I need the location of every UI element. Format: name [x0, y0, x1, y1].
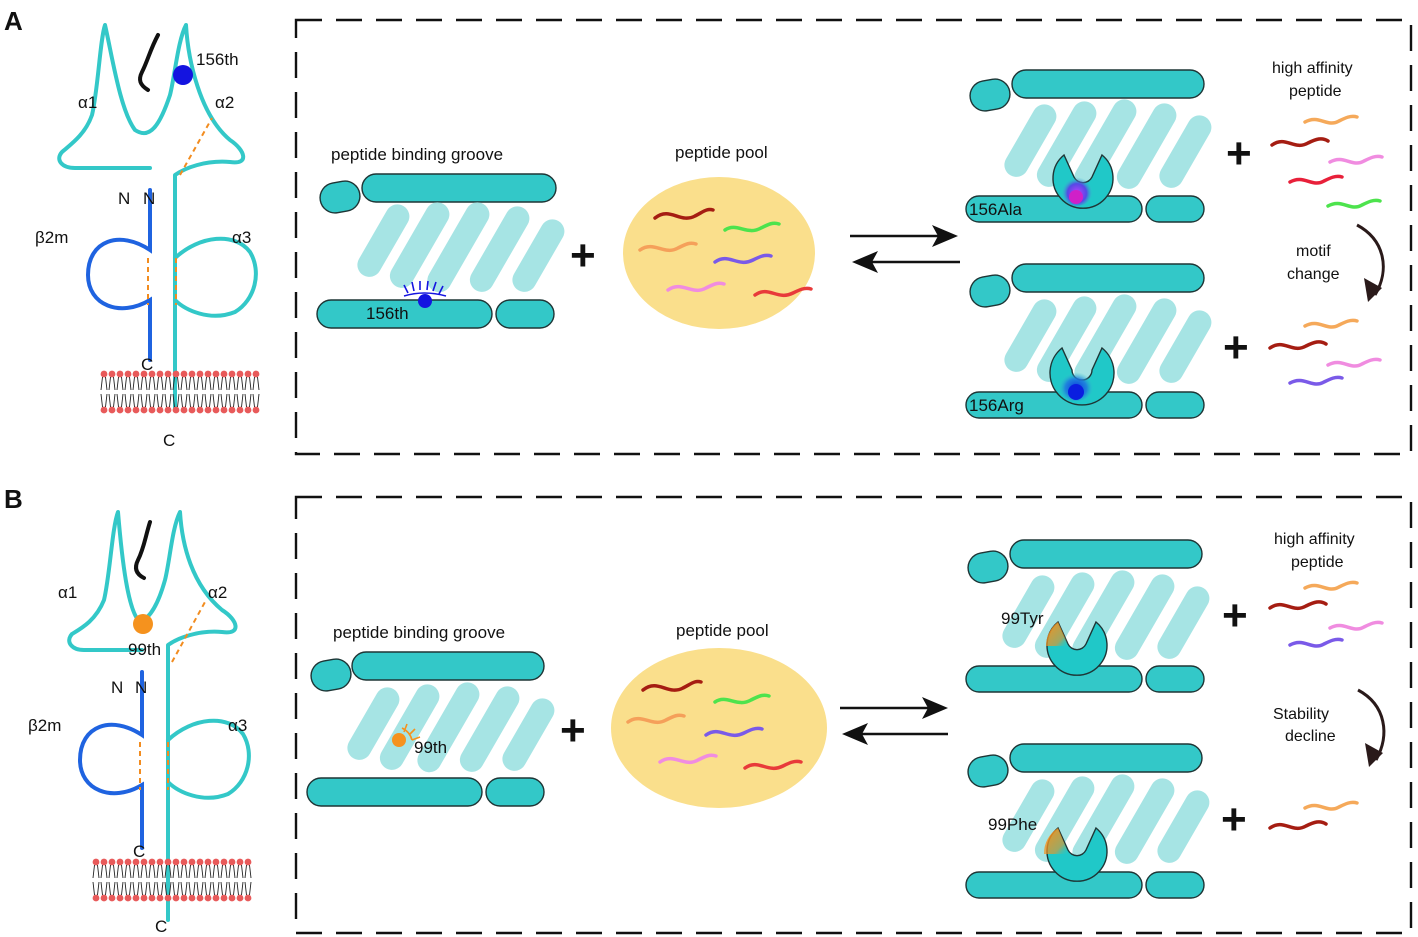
variant-upper-b: 99Tyr [965, 539, 1210, 693]
variant-upper-a: 156Ala [965, 69, 1212, 223]
plus-upper: + [1226, 129, 1252, 178]
groove-b: peptide binding groove 99th [306, 623, 555, 807]
plus-upper: + [1222, 591, 1248, 640]
bound-peptide [138, 33, 160, 92]
dashed-box-a [294, 18, 1413, 456]
groove-a: peptide binding groove 156th [316, 145, 565, 329]
alpha3-domain [166, 718, 251, 800]
lower-variant-label: 99Phe [988, 815, 1037, 834]
panel-letter-a: A [4, 6, 23, 36]
equilibrium-arrows-a [850, 225, 960, 273]
change-label-2: change [1287, 266, 1340, 283]
label-c1: C [141, 355, 153, 374]
groove-residue-label: 156th [366, 304, 409, 323]
dashed-box-b [294, 495, 1413, 935]
affinity-peptides-a: high affinity peptide + motif change + [1223, 60, 1385, 386]
disulfide-alpha2 [171, 601, 206, 663]
label-n2: N [143, 189, 155, 208]
disulfide-alpha2 [179, 117, 213, 176]
affinity-label-2: peptide [1291, 554, 1344, 571]
label-n1: N [118, 189, 130, 208]
plus-sign: + [570, 231, 596, 280]
plus-lower: + [1223, 323, 1249, 372]
plus-sign: + [560, 706, 586, 755]
affinity-label-2: peptide [1289, 83, 1342, 100]
change-label-1: motif [1296, 243, 1331, 260]
upper-variant-label: 156Ala [969, 200, 1022, 219]
label-b2m: β2m [35, 228, 68, 247]
label-alpha2: α2 [215, 93, 234, 112]
change-label-2: decline [1285, 728, 1336, 745]
label-c2: C [155, 917, 167, 936]
label-alpha2: α2 [208, 583, 227, 602]
label-n1: N [111, 678, 123, 697]
cell-membrane [100, 370, 260, 414]
label-residue-99: 99th [128, 640, 161, 659]
peptide-pool-a: peptide pool [623, 143, 815, 329]
label-alpha1: α1 [58, 583, 77, 602]
label-b2m: β2m [28, 716, 61, 735]
alpha3-domain [173, 236, 258, 318]
affinity-label-1: high affinity [1274, 531, 1355, 548]
pool-label: peptide pool [675, 143, 768, 162]
groove-label: peptide binding groove [333, 623, 505, 642]
lower-variant-label: 156Arg [969, 396, 1024, 415]
panel-letter-b: B [4, 484, 23, 514]
upper-variant-label: 99Tyr [1001, 609, 1044, 628]
residue-dot-156 [173, 65, 193, 85]
affinity-label-1: high affinity [1272, 60, 1353, 77]
alpha-chain-outline [67, 510, 238, 922]
panel-b: B α1 α2 α3 β2m N N C C 99th peptide bind… [4, 484, 1413, 936]
label-n2: N [135, 678, 147, 697]
panel-a: A α1 α2 α3 β2m N N C C 156th [4, 6, 1413, 456]
label-alpha3: α3 [228, 716, 247, 735]
alpha-chain-outline [57, 23, 246, 412]
label-alpha1: α1 [78, 93, 97, 112]
groove-label: peptide binding groove [331, 145, 503, 164]
beta2m-chain [85, 188, 152, 362]
plus-lower: + [1221, 795, 1247, 844]
groove-residue-label: 99th [414, 738, 447, 757]
residue-dot-99 [133, 614, 153, 634]
mhc-schematic-a: α1 α2 α3 β2m N N C C 156th [35, 23, 260, 450]
beta2m-chain [77, 670, 144, 850]
cell-membrane [92, 858, 252, 902]
pool-label: peptide pool [676, 621, 769, 640]
affinity-peptides-b: high affinity peptide + Stability declin… [1221, 531, 1386, 844]
mhc-schematic-b: α1 α2 α3 β2m N N C C 99th [28, 510, 252, 936]
change-label-1: Stability [1273, 706, 1329, 723]
variant-lower-a: 156Arg [965, 263, 1212, 419]
label-alpha3: α3 [232, 228, 251, 247]
equilibrium-arrows-b [840, 697, 948, 745]
label-c1: C [133, 842, 145, 861]
label-c2: C [163, 431, 175, 450]
bound-peptide [134, 520, 152, 580]
variant-lower-b: 99Phe [965, 743, 1210, 899]
peptide-pool-b: peptide pool [611, 621, 827, 808]
label-residue-156: 156th [196, 50, 239, 69]
